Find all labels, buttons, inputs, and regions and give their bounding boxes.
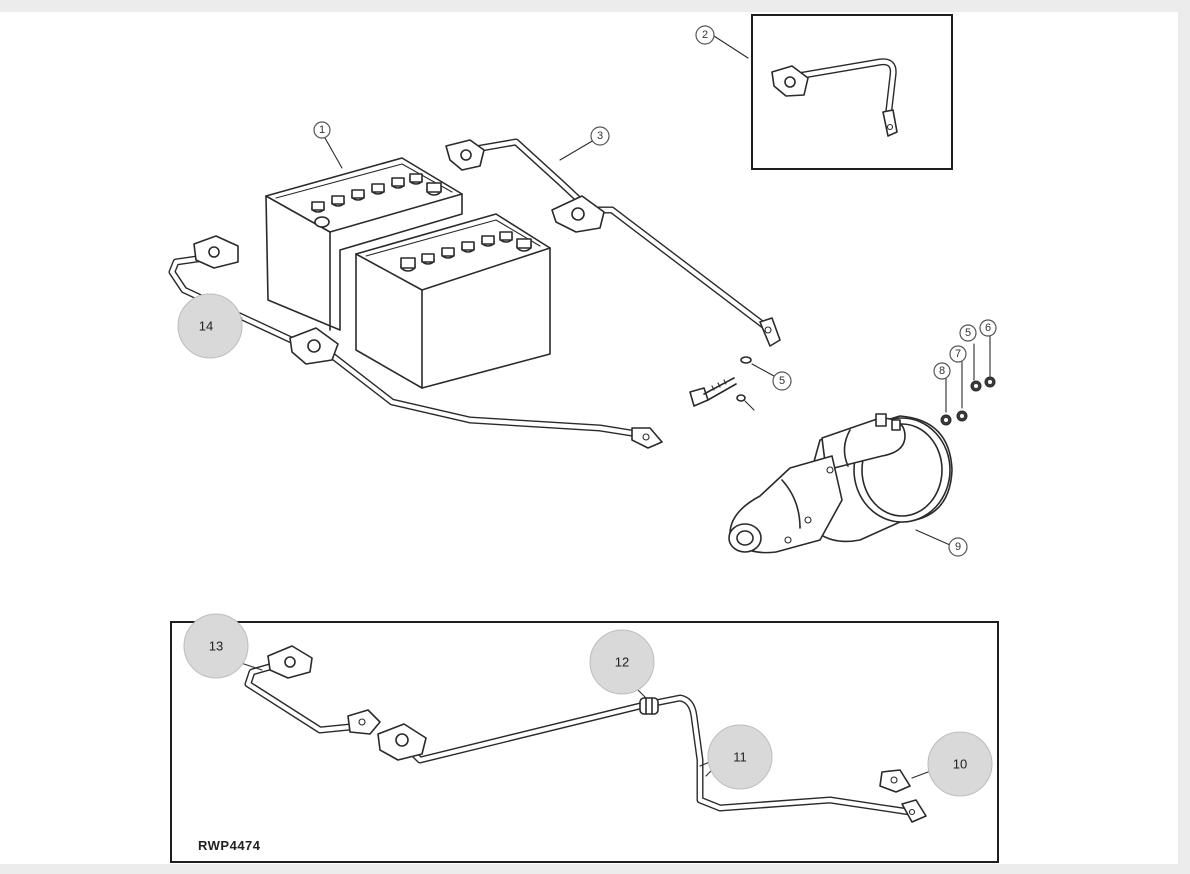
- exploded-parts-diagram: RWP4474 14 13 12 11 10 1 2 3 5 5: [168, 14, 999, 863]
- callout-8[interactable]: 8: [933, 362, 951, 380]
- callout-9[interactable]: 9: [948, 537, 968, 557]
- inset-cable: [771, 58, 898, 137]
- svg-text:9: 9: [955, 541, 961, 553]
- svg-text:3: 3: [597, 130, 603, 142]
- starter-cable: [377, 694, 927, 823]
- callout-3-leader: [559, 139, 595, 161]
- callout-6[interactable]: 6: [979, 319, 997, 337]
- diagram-page: RWP4474 14 13 12 11 10 1 2 3 5 5: [0, 12, 1178, 864]
- svg-text:14: 14: [199, 319, 213, 334]
- callout-9-leader: [915, 529, 951, 546]
- callout-13[interactable]: 13: [183, 613, 249, 679]
- battery-rear-posts: [311, 173, 442, 228]
- svg-text:11: 11: [733, 750, 747, 765]
- batteries: [265, 137, 551, 389]
- figure-id-label: RWP4474: [198, 838, 261, 853]
- grommet-12: [639, 697, 659, 715]
- callout-1[interactable]: 1: [313, 121, 331, 139]
- callout-7[interactable]: 7: [949, 345, 967, 363]
- svg-text:12: 12: [615, 655, 629, 670]
- callout-5-lower[interactable]: 5: [772, 371, 792, 391]
- callout-12[interactable]: 12: [589, 629, 655, 695]
- bolt-head: [689, 387, 709, 407]
- svg-text:8: 8: [939, 365, 945, 377]
- bottom-panel: RWP4474: [170, 317, 999, 863]
- svg-text:13: 13: [209, 639, 223, 654]
- svg-text:1: 1: [319, 124, 325, 136]
- callout-14[interactable]: 14: [177, 293, 243, 359]
- battery-jumper-cable: [244, 645, 381, 735]
- callout-5-upper[interactable]: 5: [959, 324, 977, 342]
- callout-11[interactable]: 11: [707, 724, 773, 790]
- callout-1-leader: [324, 137, 343, 169]
- svg-text:5: 5: [779, 375, 785, 387]
- svg-text:6: 6: [985, 322, 991, 334]
- svg-text:7: 7: [955, 348, 961, 360]
- washer-lower: [740, 356, 752, 364]
- battery-front-posts: [400, 231, 532, 272]
- positive-cable: [445, 138, 781, 347]
- callout-2-leader: [713, 35, 749, 59]
- svg-text:2: 2: [702, 29, 708, 41]
- starter-motor: [728, 413, 953, 554]
- inset-frame: [751, 14, 953, 170]
- callout-3[interactable]: 3: [590, 126, 610, 146]
- starter-solenoid: [821, 417, 906, 471]
- svg-text:10: 10: [953, 757, 967, 772]
- svg-text:5: 5: [965, 327, 971, 339]
- callout-10[interactable]: 10: [927, 731, 993, 797]
- bottom-panel-frame: [170, 621, 999, 863]
- callout-2[interactable]: 2: [695, 25, 715, 45]
- inset-panel: [713, 14, 953, 170]
- terminal-hardware: [940, 335, 996, 426]
- ground-cable: [168, 235, 663, 449]
- mounting-hardware: [689, 356, 775, 411]
- battery-rear: [265, 157, 463, 331]
